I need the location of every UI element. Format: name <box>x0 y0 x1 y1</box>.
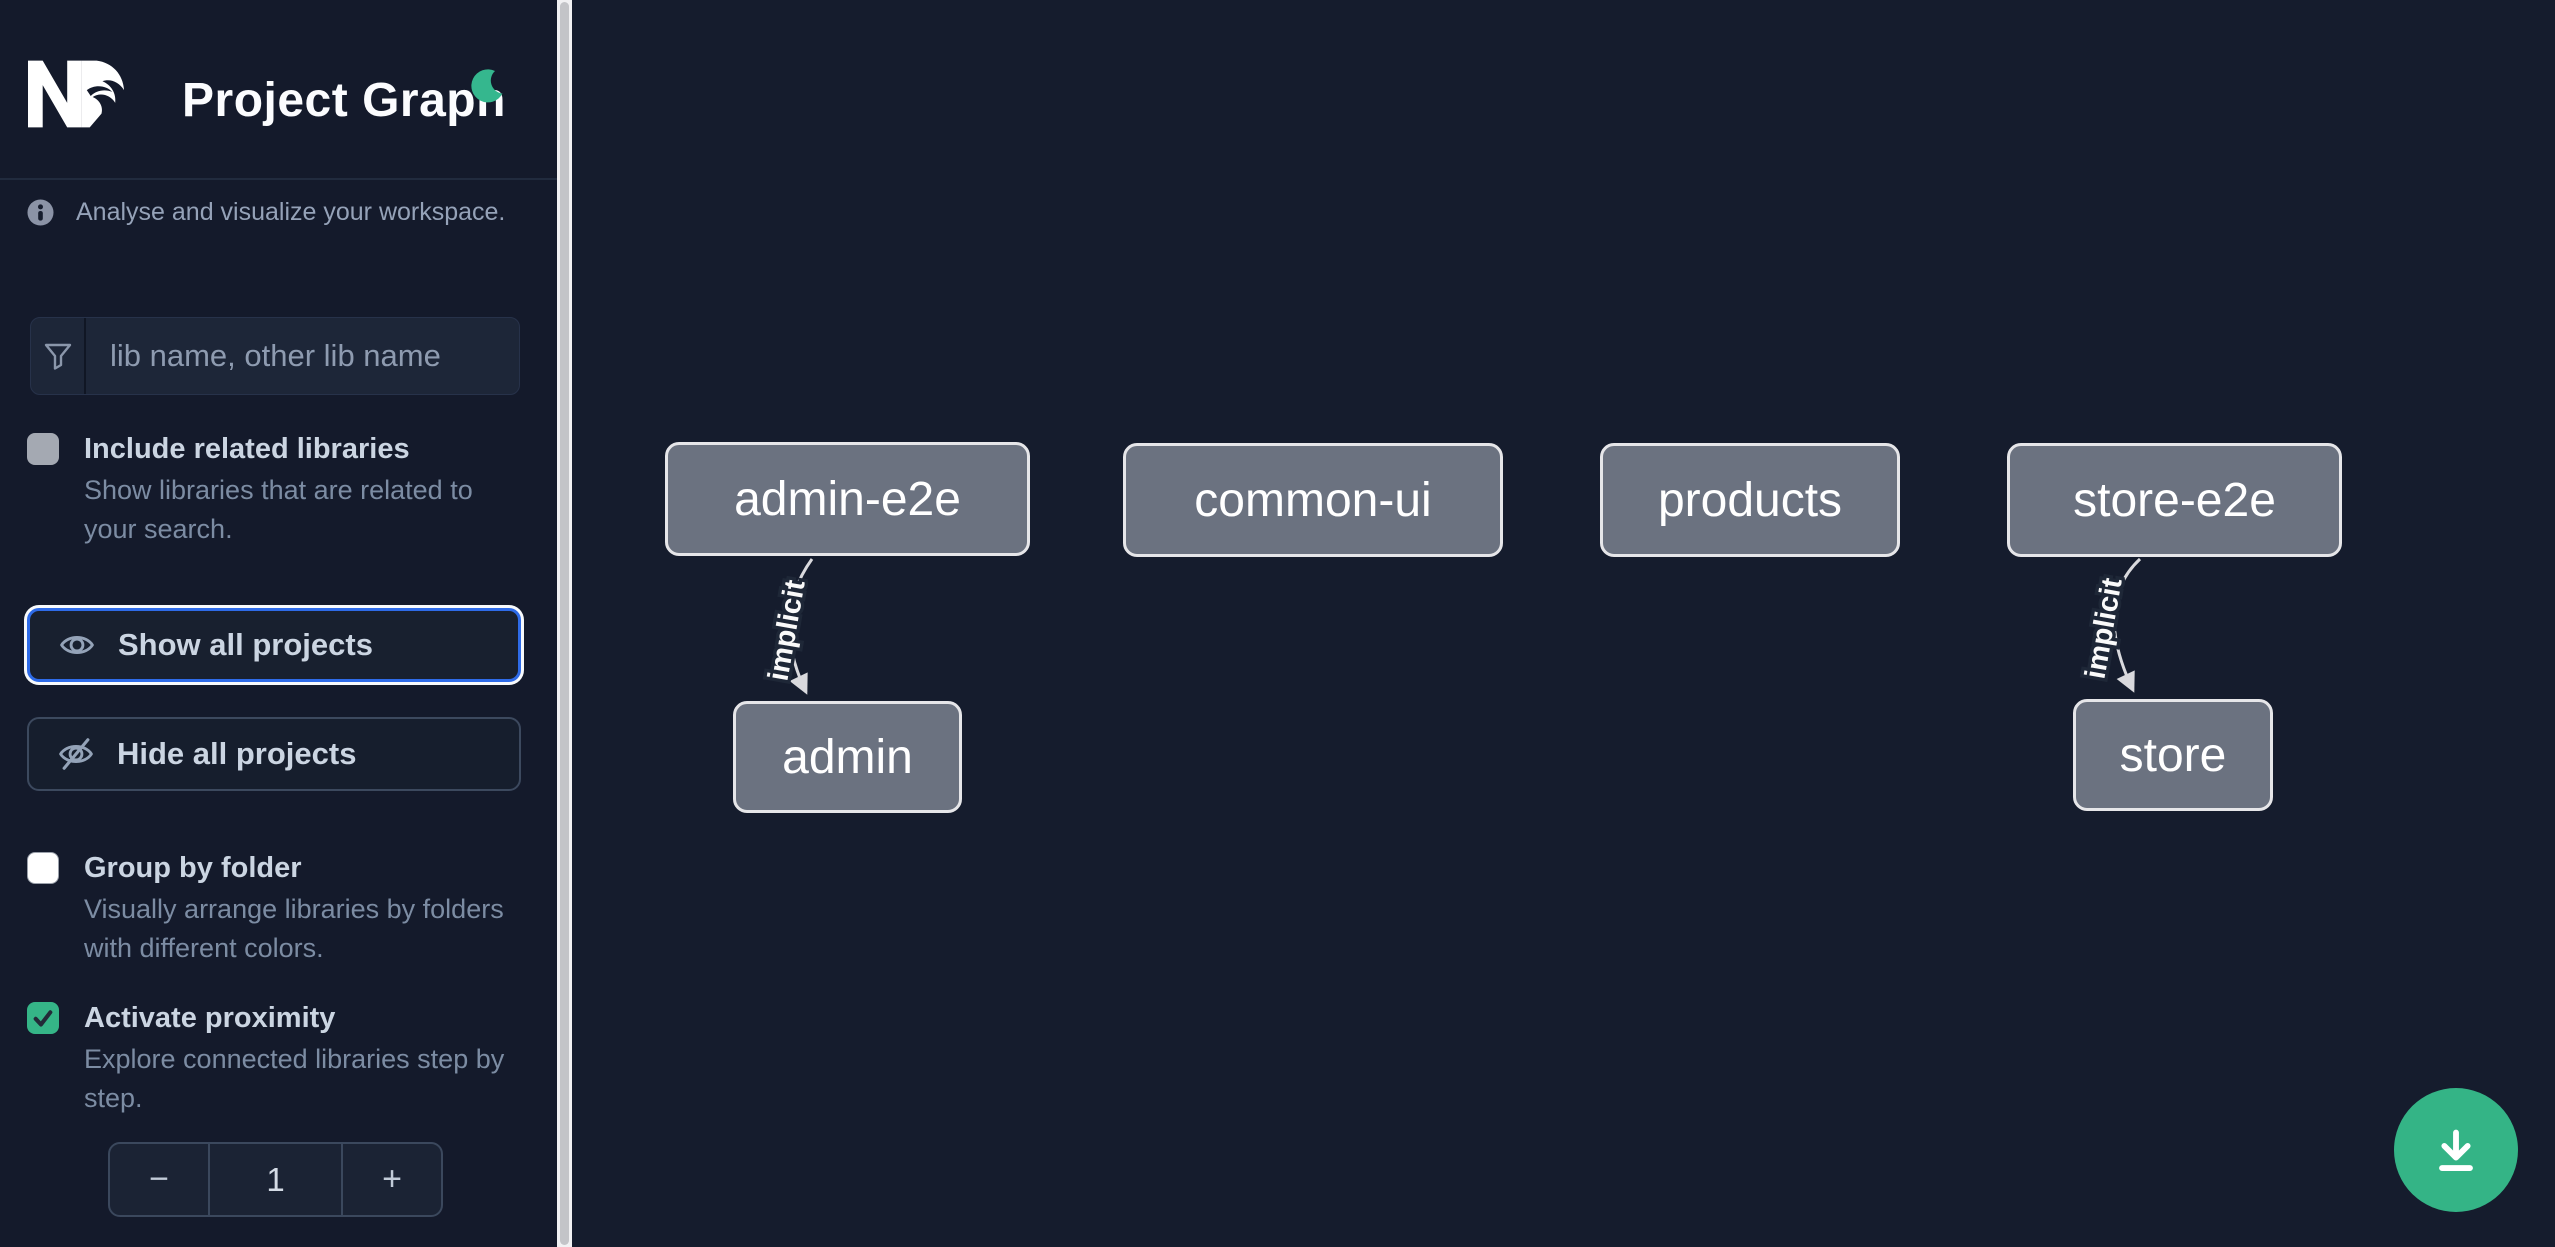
filter-field <box>30 317 520 395</box>
proximity-depth-value: 1 <box>208 1144 343 1215</box>
edge-label-implicit: implicit <box>763 577 812 683</box>
proximity-depth-stepper: − 1 + <box>108 1142 443 1217</box>
edge-store-e2e-to-store <box>2112 557 2142 693</box>
include-related-checkbox[interactable] <box>27 433 59 465</box>
project-graph-canvas[interactable]: implicit implicit admin-e2e common-ui pr… <box>572 0 2555 1247</box>
filter-icon-cell <box>31 318 86 394</box>
sidebar-scrollbar <box>557 0 572 1247</box>
graph-node-products[interactable]: products <box>1600 443 1900 557</box>
sidebar-header: Project Graph <box>0 0 557 180</box>
search-input[interactable] <box>86 318 519 394</box>
activate-proximity-checkbox[interactable] <box>27 1002 59 1034</box>
funnel-icon <box>44 343 71 370</box>
graph-node-common-ui[interactable]: common-ui <box>1123 443 1503 557</box>
graph-node-admin-e2e[interactable]: admin-e2e <box>665 442 1030 556</box>
download-icon <box>2439 1129 2473 1171</box>
nx-logo-icon <box>28 60 125 128</box>
button-label: Hide all projects <box>117 736 357 771</box>
option-label: Include related libraries <box>84 433 410 465</box>
hide-all-projects-button[interactable]: Hide all projects <box>27 717 521 791</box>
graph-node-store[interactable]: store <box>2073 699 2273 811</box>
option-label: Group by folder <box>84 852 302 884</box>
button-label: Show all projects <box>118 627 373 662</box>
option-description: Show libraries that are related to your … <box>84 475 473 544</box>
option-include-related-libraries: Include related libraries Show libraries… <box>27 431 527 549</box>
eye-icon <box>60 636 94 654</box>
option-label: Activate proximity <box>84 1002 336 1034</box>
graph-edges: implicit implicit <box>759 557 2142 695</box>
graph-node-store-e2e[interactable]: store-e2e <box>2007 443 2342 557</box>
info-text: Analyse and visualize your workspace. <box>76 198 506 226</box>
theme-toggle-button[interactable] <box>464 64 512 112</box>
download-image-button[interactable] <box>2394 1088 2518 1212</box>
sidebar: Project Graph Analyse and visualize your… <box>0 0 557 1247</box>
group-by-folder-checkbox[interactable] <box>27 852 59 884</box>
option-description: Visually arrange libraries by folders wi… <box>84 894 504 963</box>
scrollbar-thumb[interactable] <box>560 2 569 1245</box>
workspace-info: Analyse and visualize your workspace. <box>27 198 505 227</box>
option-activate-proximity: Activate proximity Explore connected lib… <box>27 1000 527 1118</box>
graph-node-admin[interactable]: admin <box>733 701 962 813</box>
show-all-projects-button[interactable]: Show all projects <box>27 608 521 682</box>
page-title: Project Graph <box>182 74 506 127</box>
moon-icon <box>471 69 503 103</box>
eye-off-icon <box>59 738 93 770</box>
increment-button[interactable]: + <box>343 1144 441 1215</box>
info-icon <box>27 199 54 226</box>
decrement-button[interactable]: − <box>110 1144 208 1215</box>
option-group-by-folder: Group by folder Visually arrange librari… <box>27 850 527 968</box>
edge-admin-e2e-to-admin <box>787 558 814 695</box>
checkmark-icon <box>33 1010 53 1027</box>
option-description: Explore connected libraries step by step… <box>84 1044 505 1113</box>
